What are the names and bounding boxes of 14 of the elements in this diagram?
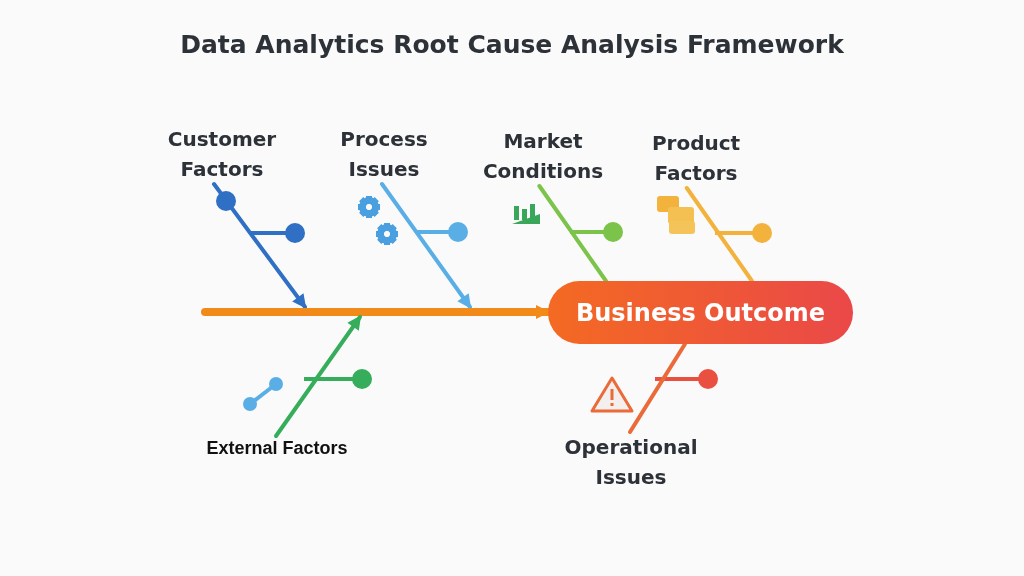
bone-arrow	[274, 315, 362, 438]
category-label: Market Conditions	[473, 126, 613, 186]
bone-arrow	[212, 182, 307, 309]
category-label: Product Factors	[631, 128, 761, 188]
bone-line	[628, 342, 687, 434]
outcome-pill: Business Outcome	[548, 281, 853, 344]
category-label: Operational Issues	[556, 432, 706, 492]
bone-arrow	[380, 182, 472, 309]
category-label: Process Issues	[319, 124, 449, 184]
category-label: Customer Factors	[157, 124, 287, 184]
bone-line	[537, 184, 608, 283]
bone-line	[684, 186, 754, 283]
category-label: External Factors	[186, 436, 368, 460]
title: Data Analytics Root Cause Analysis Framework	[179, 30, 845, 59]
